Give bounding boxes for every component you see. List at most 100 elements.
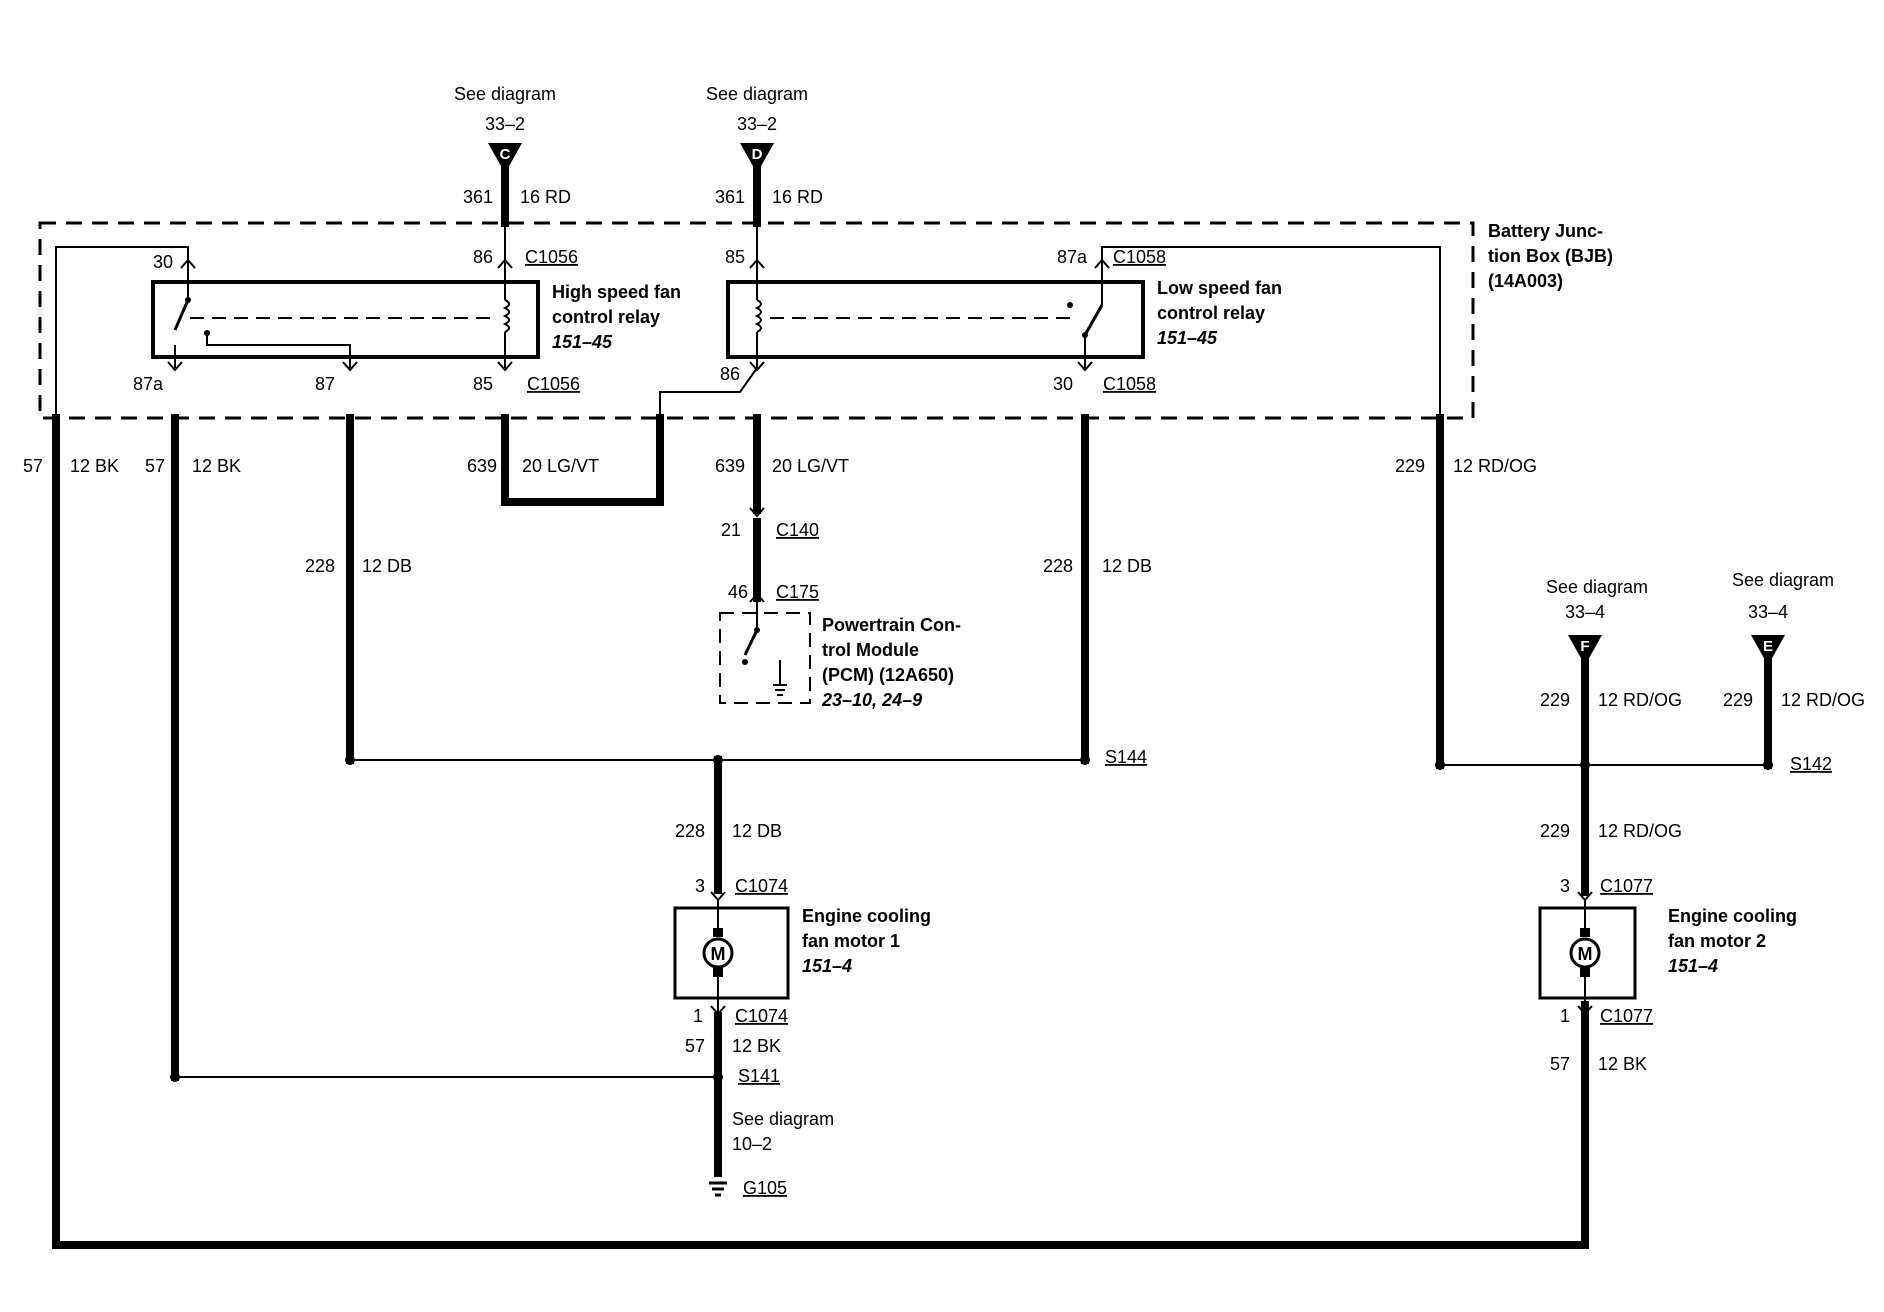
- motor1-icon: [702, 937, 734, 969]
- wire-361-low-circuit: 361: [715, 187, 745, 207]
- high-relay-box: [151, 280, 540, 359]
- wire-228-low30-circuit: 228: [1043, 556, 1073, 576]
- high-relay-pin86: 86: [473, 247, 493, 267]
- high-relay-conn-bottom: C1056: [527, 374, 580, 394]
- wire-229-e-gauge: 12 RD/OG: [1781, 690, 1865, 710]
- motor2-conn-bottom: C1077: [1600, 1006, 1653, 1026]
- wire-639-loop-circuit: 639: [467, 456, 497, 476]
- high-relay-conn-top: C1056: [525, 247, 578, 267]
- ref-e-letter: E: [1763, 638, 1773, 655]
- high-relay-label-line1: High speed fan: [552, 282, 681, 302]
- wire-229-f-gauge: 12 RD/OG: [1598, 690, 1682, 710]
- wire-228-motor1-gauge: 12 DB: [732, 821, 782, 841]
- wire-57-outer-circuit: 57: [23, 456, 43, 476]
- wire-361-high-circuit: 361: [463, 187, 493, 207]
- engine-cooling-fan-motor-2: M Engine cooling fan motor 2 151–4: [1538, 900, 1797, 1012]
- pcm-box: [719, 612, 811, 704]
- wire-57-outer-gauge: 12 BK: [70, 456, 119, 476]
- ref-f-triangle: [1568, 635, 1602, 660]
- motor1-label-line2: fan motor 1: [802, 931, 900, 951]
- wire-639-pcm-circuit: 639: [715, 456, 745, 476]
- motor1-conn-bottom: C1074: [735, 1006, 788, 1026]
- high-speed-relay: 30 86 C1056 87a 87 85 C1056 High speed f…: [55, 223, 681, 418]
- wire-361-high-gauge: 16 RD: [520, 187, 571, 207]
- wire-228-87-gauge: 12 DB: [362, 556, 412, 576]
- low-relay-ref: 151–45: [1157, 328, 1218, 348]
- wire-229-bjb-gauge: 12 RD/OG: [1453, 456, 1537, 476]
- motor2-ref: 151–4: [1668, 956, 1718, 976]
- ref-e-see: See diagram: [1732, 570, 1834, 590]
- ref-f-see: See diagram: [1546, 577, 1648, 597]
- motor2-icon: [1569, 937, 1601, 969]
- high-relay-ref: 151–45: [552, 332, 613, 352]
- wire-361-low-gauge: 16 RD: [772, 187, 823, 207]
- pcm-ref: 23–10, 24–9: [821, 690, 922, 710]
- motor2-pin-top: 3: [1560, 876, 1570, 896]
- pcm-label-line1: Powertrain Con-: [822, 615, 961, 635]
- high-relay-switch-arm: [173, 299, 190, 331]
- low-relay-switch-arm: [1083, 304, 1104, 336]
- low-relay-pin86-lead: [659, 367, 758, 418]
- low-speed-relay: 85 87a C1058 86 30 C1058 Low speed fan c…: [720, 223, 1441, 418]
- high-relay-pin30: 30: [153, 252, 173, 272]
- high-relay-coil: [502, 299, 510, 333]
- pcm-pin21: 21: [721, 520, 741, 540]
- ref-d-letter: D: [752, 146, 763, 163]
- high-relay-pin30-lead: [55, 246, 189, 418]
- motor2-pin-bottom: 1: [1560, 1006, 1570, 1026]
- motor2-box: [1538, 906, 1637, 1000]
- low-relay-label-line1: Low speed fan: [1157, 278, 1282, 298]
- wire-229-motor2-gauge: 12 RD/OG: [1598, 821, 1682, 841]
- motor1-pin-top: 3: [695, 876, 705, 896]
- bjb-label-line3: (14A003): [1488, 271, 1563, 291]
- high-relay-pin85: 85: [473, 374, 493, 394]
- low-relay-conn-bottom: C1058: [1103, 374, 1156, 394]
- motor2-symbol: M: [1578, 944, 1593, 964]
- low-relay-pin87a: 87a: [1057, 247, 1088, 267]
- wire-228-87-circuit: 228: [305, 556, 335, 576]
- bjb-label-line1: Battery Junc-: [1488, 221, 1603, 241]
- high-relay-label-line2: control relay: [552, 307, 660, 327]
- low-relay-label-line2: control relay: [1157, 303, 1265, 323]
- low-relay-pin87a-lead: [1101, 246, 1441, 418]
- ref-e-group: See diagram 33–4 E: [1732, 570, 1834, 660]
- pcm-pin46: 46: [728, 582, 748, 602]
- engine-cooling-fan-motor-1: M Engine cooling fan motor 1 151–4: [673, 900, 931, 1012]
- pcm-module: Powertrain Con- trol Module (PCM) (12A65…: [719, 602, 961, 710]
- wire-57-motor2-gauge: 12 BK: [1598, 1054, 1647, 1074]
- wire-639-loop: [501, 414, 664, 506]
- wire-229-bjb-circuit: 229: [1395, 456, 1425, 476]
- motor1-symbol: M: [711, 944, 726, 964]
- wire-57-motor1-circuit: 57: [685, 1036, 705, 1056]
- low-relay-box: [726, 280, 1145, 359]
- low-relay-pin86: 86: [720, 364, 740, 384]
- pcm-label-line2: trol Module: [822, 640, 919, 660]
- ref-e-page: 33–4: [1748, 602, 1788, 622]
- ref-c-group: See diagram 33–2 C: [454, 84, 556, 168]
- low-relay-conn-top: C1058: [1113, 247, 1166, 267]
- wire-57-motor1-gauge: 12 BK: [732, 1036, 781, 1056]
- ref-f-letter: F: [1580, 638, 1589, 655]
- motor1-pin-bottom: 1: [693, 1006, 703, 1026]
- ref-f-page: 33–4: [1565, 602, 1605, 622]
- wire-228-low30-gauge: 12 DB: [1102, 556, 1152, 576]
- splice-s144-label: S144: [1105, 747, 1147, 767]
- motor1-ref: 151–4: [802, 956, 852, 976]
- ref-d-group: See diagram 33–2 D: [706, 84, 808, 168]
- motor1-box: [673, 906, 790, 1000]
- high-relay-pin87: 87: [315, 374, 335, 394]
- wire-57-motor2-circuit: 57: [1550, 1054, 1570, 1074]
- pcm-label-line3: (PCM) (12A650): [822, 665, 954, 685]
- wire-639-pcm-gauge: 20 LG/VT: [772, 456, 849, 476]
- ref-c-letter: C: [500, 146, 511, 163]
- motor2-conn-top: C1077: [1600, 876, 1653, 896]
- wire-229-f-circuit: 229: [1540, 690, 1570, 710]
- wire-57-87a-gauge: 12 BK: [192, 456, 241, 476]
- ref-d-page: 33–2: [737, 114, 777, 134]
- motor1-label-line1: Engine cooling: [802, 906, 931, 926]
- ref-c-triangle: [488, 143, 522, 168]
- ground-g105-label: G105: [743, 1178, 787, 1198]
- low-relay-coil: [754, 299, 762, 333]
- wire-229-e-circuit: 229: [1723, 690, 1753, 710]
